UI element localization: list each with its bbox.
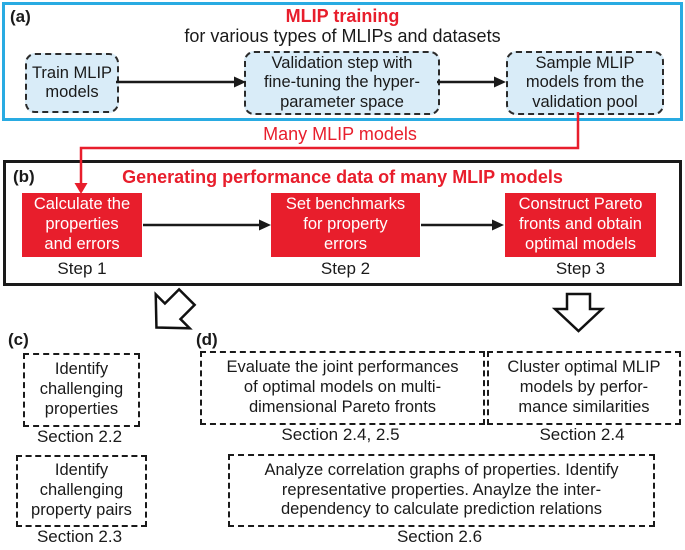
panel-b-label: (b) xyxy=(13,167,35,186)
panel-b-title: Generating performance data of many MLIP… xyxy=(122,167,563,187)
box-sample-mlip-models: Sample MLIP models from the validation p… xyxy=(506,51,664,115)
many-mlip-models-label: Many MLIP models xyxy=(263,124,417,144)
block-arrow-down-left-icon xyxy=(154,287,197,330)
box-evaluate-joint-performances: Evaluate the joint performances of optim… xyxy=(200,351,485,425)
step3-caption: Step 3 xyxy=(555,259,606,278)
panel-a-title: MLIP training xyxy=(285,6,400,26)
box-train-mlip-models: Train MLIP models xyxy=(25,53,119,113)
box-step1-calculate: Calculate the properties and errors xyxy=(22,193,142,257)
step1-caption: Step 1 xyxy=(57,259,107,278)
panel-a-label: (a) xyxy=(10,7,31,26)
section-2-3-caption: Section 2.3 xyxy=(36,527,123,546)
section-2-4-2-5-caption: Section 2.4, 2.5 xyxy=(281,425,400,444)
box-identify-challenging-property-pairs: Identify challenging property pairs xyxy=(16,455,147,527)
box-step3-pareto: Construct Pareto fronts and obtain optim… xyxy=(505,193,656,257)
step2-caption: Step 2 xyxy=(320,259,371,278)
box-validation-step: Validation step with fine-tuning the hyp… xyxy=(244,51,440,115)
section-2-6-caption: Section 2.6 xyxy=(396,527,483,546)
box-analyze-correlation-graphs: Analyze correlation graphs of properties… xyxy=(228,454,655,527)
block-arrow-down-icon xyxy=(551,292,606,333)
section-2-2-caption: Section 2.2 xyxy=(36,427,123,446)
panel-d-label: (d) xyxy=(196,330,218,349)
section-2-4-caption: Section 2.4 xyxy=(539,425,625,444)
panel-c-label: (c) xyxy=(8,330,29,349)
box-cluster-optimal-mlip: Cluster optimal MLIP models by perfor- m… xyxy=(487,351,681,425)
box-identify-challenging-properties: Identify challenging properties xyxy=(23,353,140,427)
panel-a-subtitle: for various types of MLIPs and datasets xyxy=(184,26,501,46)
box-step2-benchmarks: Set benchmarks for property errors xyxy=(271,193,420,257)
